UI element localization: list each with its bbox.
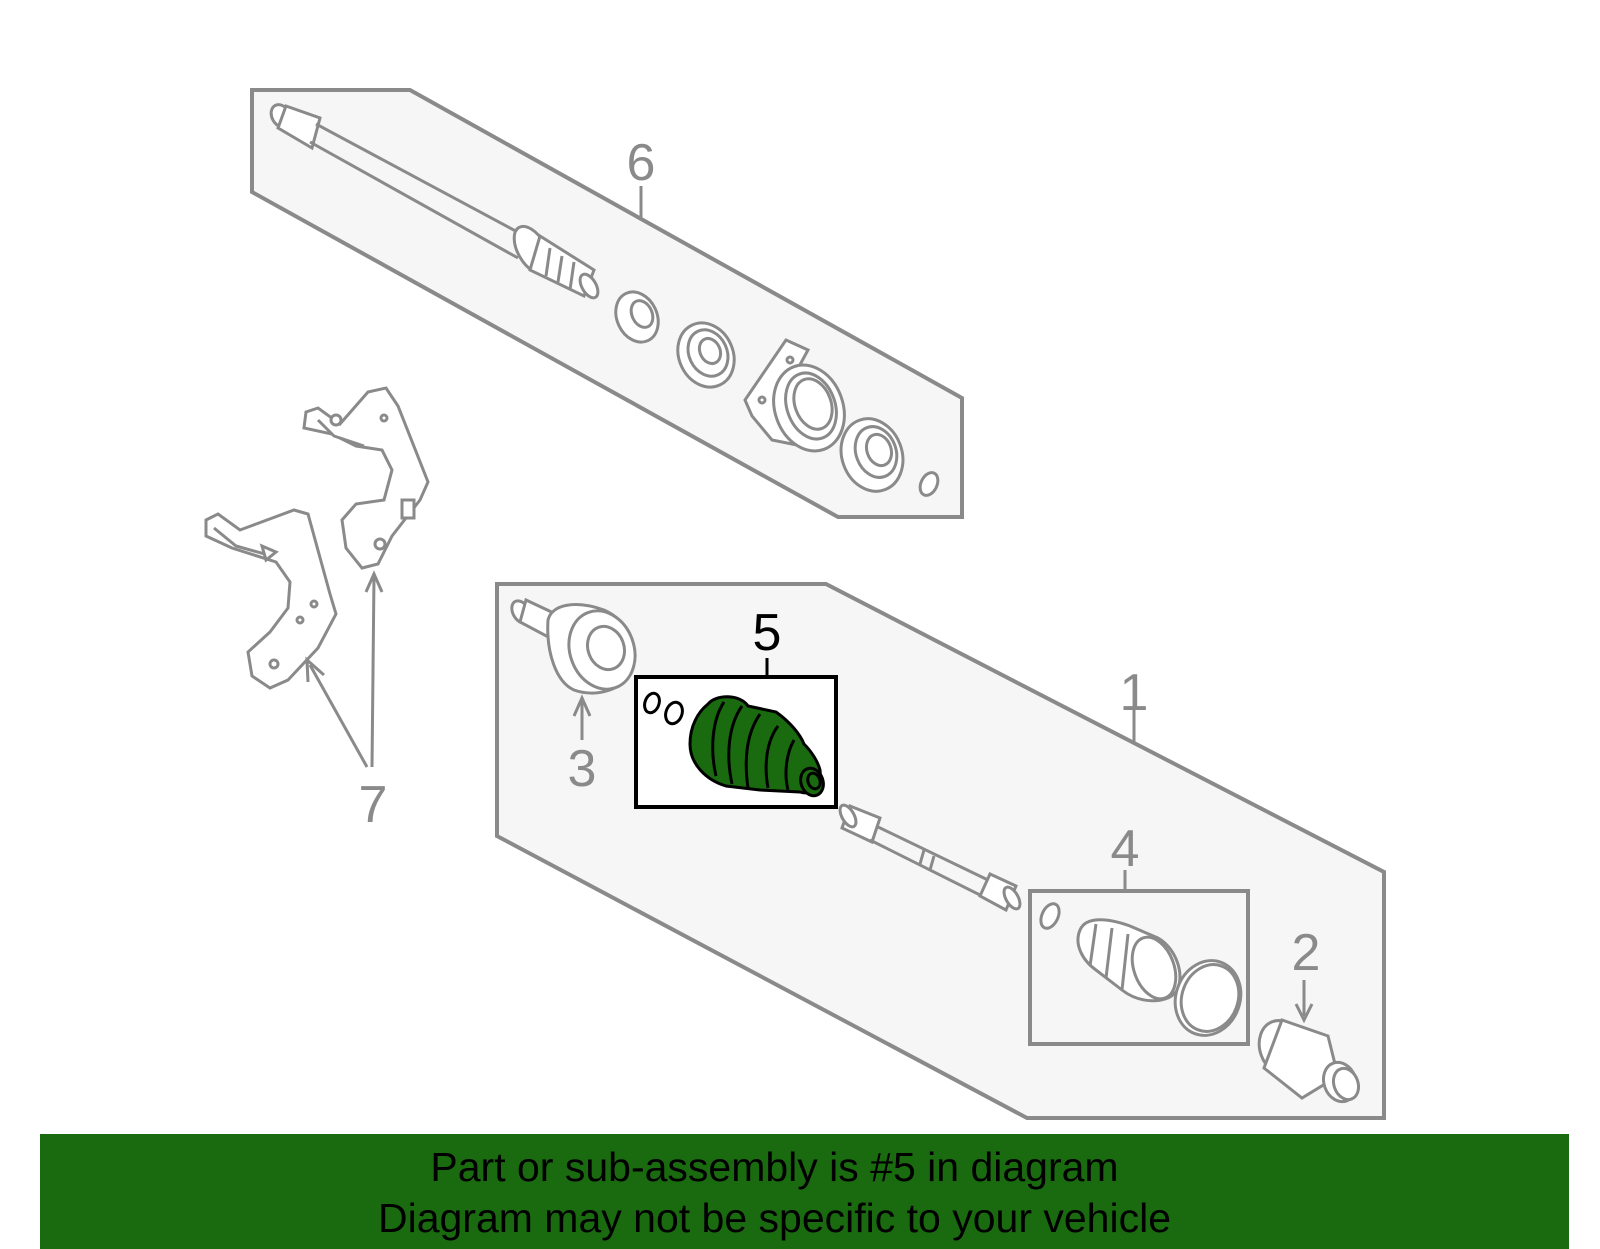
callout-3: 3 — [568, 740, 597, 798]
panel-upper-shaft-assembly: 6 — [250, 88, 964, 519]
shaft-seal-large[interactable] — [831, 410, 913, 500]
callout-5: 5 — [753, 604, 782, 662]
axle-shaft[interactable] — [837, 803, 1023, 913]
shaft-bearing[interactable] — [668, 314, 745, 397]
outer-boot-kit[interactable] — [642, 691, 827, 799]
mounting-brackets[interactable] — [204, 386, 430, 690]
banner-line-1: Part or sub-assembly is #5 in diagram — [430, 1144, 1119, 1190]
inner-boot-kit-box[interactable] — [1028, 889, 1250, 1046]
leader-2 — [1294, 980, 1314, 1024]
callout-4: 4 — [1111, 820, 1140, 878]
leader-7 — [305, 570, 384, 768]
shaft-seal-small[interactable] — [608, 285, 666, 349]
parts-diagram: 6 7 1 — [204, 88, 1386, 1120]
outer-cv-joint[interactable] — [508, 597, 646, 699]
inner-cv-joint[interactable] — [1252, 1014, 1363, 1106]
leader-3 — [572, 694, 592, 740]
callout-6: 6 — [627, 134, 656, 192]
banner-line-2: Diagram may not be specific to your vehi… — [377, 1195, 1171, 1241]
info-banner: Part or sub-assembly is #5 in diagram Di… — [40, 1134, 1569, 1249]
inner-boot-kit[interactable] — [1037, 901, 1251, 1045]
bearing-support-bracket[interactable] — [743, 338, 856, 461]
panel-lower-axle-assembly: 1 3 — [495, 582, 1386, 1120]
callout-7: 7 — [359, 776, 388, 834]
snap-ring-upper[interactable] — [917, 470, 942, 499]
callout-1: 1 — [1120, 664, 1149, 722]
intermediate-shaft[interactable] — [267, 101, 601, 301]
callout-2: 2 — [1292, 924, 1321, 982]
